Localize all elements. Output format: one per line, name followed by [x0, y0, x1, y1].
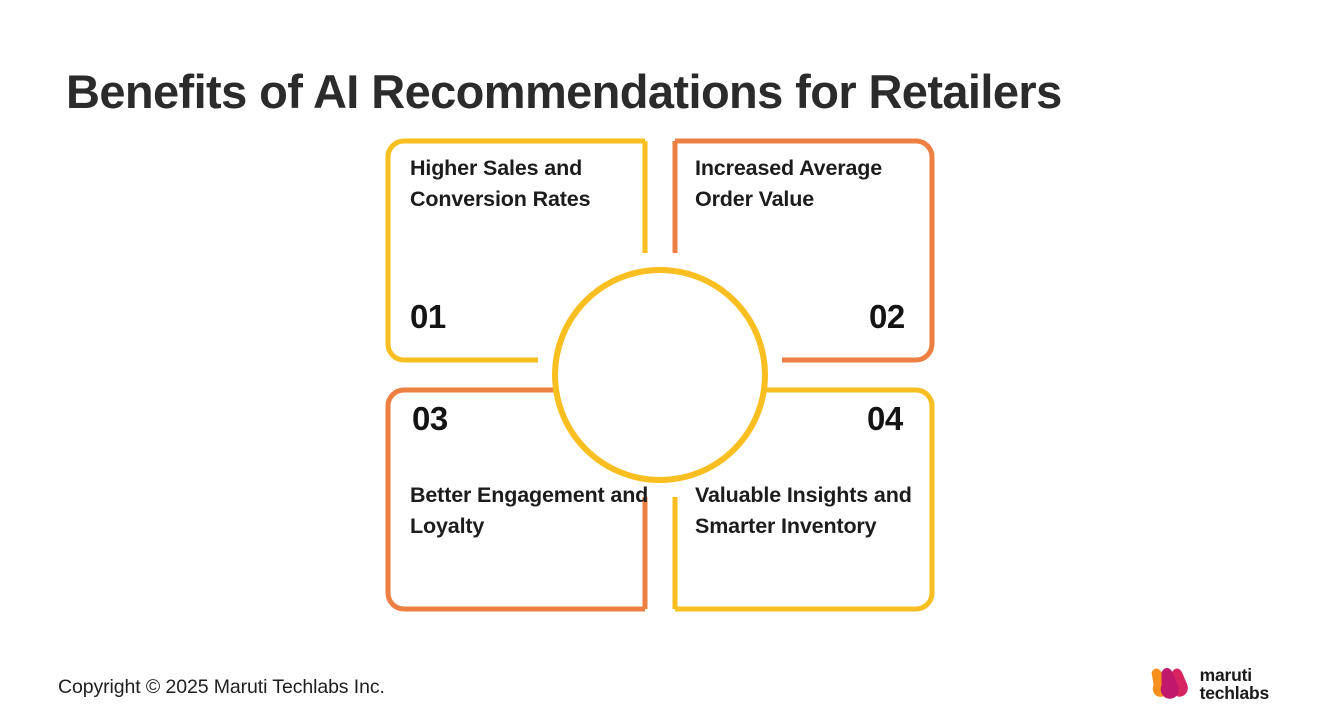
page-title: Benefits of AI Recommendations for Retai…	[66, 65, 1062, 119]
brand-logo: maruti techlabs	[1147, 664, 1270, 703]
logo-petal-magenta	[1160, 667, 1179, 699]
quadrant-04-heading: Valuable Insights and Smarter Inventory	[695, 483, 912, 538]
diagram-svg	[385, 138, 935, 612]
brand-line-1: maruti	[1199, 664, 1252, 685]
brand-line-2: techlabs	[1199, 682, 1270, 703]
center-circle	[552, 267, 768, 483]
quadrant-02-frame	[675, 138, 935, 363]
maruti-logo-icon	[1151, 667, 1188, 699]
copyright-text: Copyright © 2025 Maruti Techlabs Inc.	[58, 676, 385, 698]
quadrant-02-heading: Increased Average Order Value	[695, 156, 883, 211]
quadrant-03-heading: Better Engagement and Loyalty	[410, 483, 649, 538]
quadrant-04-number: 04	[867, 400, 903, 437]
quadrant-01-heading: Higher Sales and Conversion Rates	[410, 156, 591, 211]
brand-wordmark: maruti techlabs	[1199, 664, 1270, 703]
quadrant-01-frame	[385, 138, 645, 363]
quadrant-01-number: 01	[410, 298, 446, 335]
quadrant-03-frame	[385, 387, 645, 612]
quadrant-03-number: 03	[412, 400, 448, 437]
quadrant-04-frame	[675, 387, 935, 612]
quadrant-02-number: 02	[869, 298, 905, 335]
quadrant-diagram: Higher Sales and Conversion Rates 01 Inc…	[370, 125, 950, 625]
